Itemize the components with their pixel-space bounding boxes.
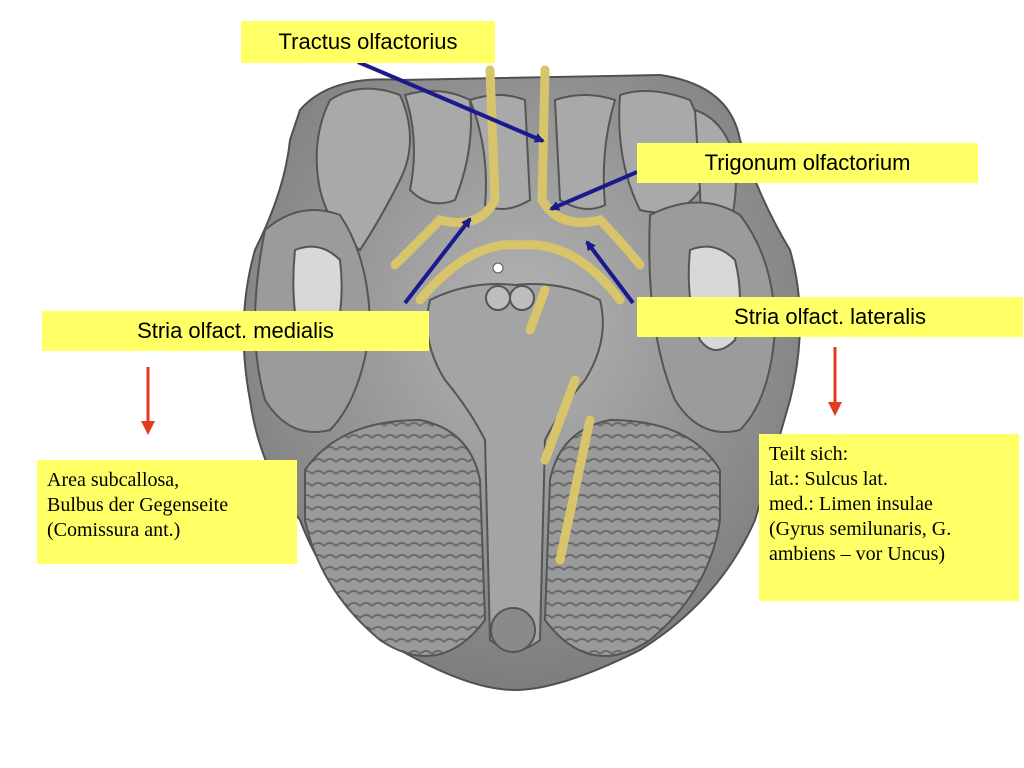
note-medialis: Area subcallosa, Bulbus der Gegenseite (… bbox=[37, 460, 297, 564]
label-tractus-olfactorius: Tractus olfactorius bbox=[241, 21, 495, 63]
note-line: (Comissura ant.) bbox=[47, 519, 181, 541]
note-line: (Gyrus semilunaris, G. bbox=[769, 518, 952, 540]
arrow-stria-medialis bbox=[403, 217, 472, 305]
note-line: Bulbus der Gegenseite bbox=[47, 494, 229, 516]
label-trigonum-olfactorium: Trigonum olfactorium bbox=[637, 143, 978, 183]
note-line: Area subcallosa, bbox=[47, 469, 180, 491]
note-lateralis: Teilt sich: lat.: Sulcus lat. med.: Lime… bbox=[759, 434, 1019, 601]
arrow-tractus bbox=[357, 60, 545, 143]
arrow-trigonum bbox=[549, 170, 638, 211]
label-stria-lateralis: Stria olfact. lateralis bbox=[637, 297, 1023, 337]
arrow-stria-lateralis bbox=[585, 240, 635, 305]
note-line: med.: Limen insulae bbox=[769, 493, 933, 515]
note-line: ambiens – vor Uncus) bbox=[769, 543, 946, 565]
note-line: Teilt sich: bbox=[769, 443, 849, 465]
down-arrows bbox=[141, 347, 842, 435]
label-stria-medialis: Stria olfact. medialis bbox=[42, 311, 429, 351]
note-line: lat.: Sulcus lat. bbox=[769, 468, 888, 490]
pointer-arrows bbox=[357, 60, 638, 305]
cerebellum bbox=[304, 418, 721, 657]
